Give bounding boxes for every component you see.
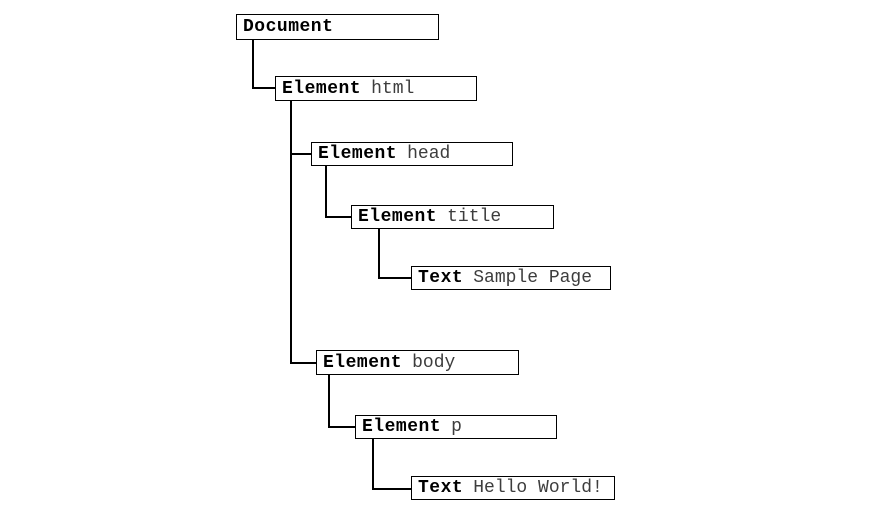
node-element-html: Element html [275, 76, 477, 101]
node-value-label: title [447, 207, 502, 227]
node-value-label: html [371, 78, 415, 99]
node-type-label: Element [323, 352, 403, 373]
node-document: Document [236, 14, 439, 40]
connector-html-head-horizontal [290, 153, 311, 155]
node-element-p: Element p [355, 415, 557, 439]
connector-html-trunk-vertical [290, 101, 292, 364]
node-value-label: Hello World! [473, 478, 603, 498]
node-type-label: Element [362, 417, 442, 437]
connector-document-html-vertical [252, 40, 254, 89]
connector-document-html-horizontal [252, 87, 275, 89]
node-value-label: p [451, 417, 462, 437]
node-element-body: Element body [316, 350, 519, 375]
node-type-label: Text [418, 478, 464, 498]
node-value-label: head [407, 144, 451, 164]
node-value-label: body [412, 352, 456, 373]
connector-html-body-horizontal [290, 362, 316, 364]
connector-p-text-vertical [372, 439, 374, 490]
connector-head-title-vertical [325, 166, 327, 218]
connector-body-p-vertical [328, 375, 330, 428]
node-type-label: Document [243, 17, 334, 37]
node-type-label: Text [418, 268, 464, 288]
node-type-label: Element [358, 207, 438, 227]
node-text-sample-page: Text Sample Page [411, 266, 611, 290]
connector-body-p-horizontal [328, 426, 355, 428]
node-type-label: Element [318, 144, 398, 164]
connector-title-text-horizontal [378, 277, 411, 279]
node-element-head: Element head [311, 142, 513, 166]
connector-title-text-vertical [378, 229, 380, 279]
node-element-title: Element title [351, 205, 554, 229]
connector-head-title-horizontal [325, 216, 351, 218]
node-value-label: Sample Page [473, 268, 593, 288]
node-type-label: Element [282, 78, 362, 99]
connector-p-text-horizontal [372, 488, 411, 490]
node-text-hello-world: Text Hello World! [411, 476, 615, 500]
